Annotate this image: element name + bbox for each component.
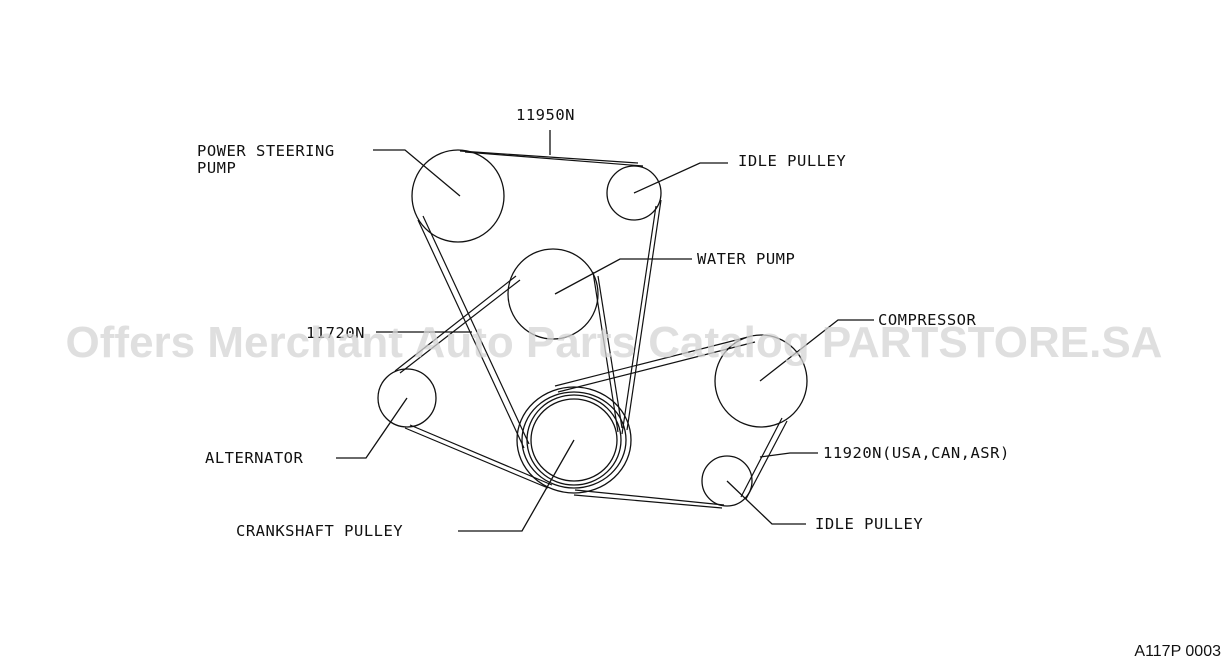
label-alternator: ALTERNATOR	[205, 449, 303, 467]
watermark: Offers Merchant Auto Parts Catalog PARTS…	[66, 318, 1163, 367]
label-idle-pulley-top: IDLE PULLEY	[738, 152, 846, 170]
alternator-pulley	[377, 368, 437, 428]
label-compressor: COMPRESSOR	[878, 311, 976, 329]
belt-11920n	[554, 335, 788, 509]
label-idle-pulley-bottom: IDLE PULLEY	[815, 515, 923, 533]
label-power-steering-pump-line1: POWER STEERING	[197, 142, 335, 160]
idle-pulley-top	[606, 165, 662, 221]
belt-11950n	[417, 150, 662, 449]
reference-code: A117P 0003	[1134, 643, 1221, 660]
belt-label-11920n: 11920N(USA,CAN,ASR)	[823, 444, 1010, 462]
label-crankshaft-pulley: CRANKSHAFT PULLEY	[236, 522, 403, 540]
belt-11720n	[394, 271, 623, 489]
belt-label-11720n: 11720N	[306, 324, 365, 342]
leader-lines	[336, 130, 874, 532]
power-steering-pump-pulley	[411, 149, 505, 243]
compressor-pulley	[714, 334, 808, 428]
label-power-steering-pump-line2: PUMP	[197, 159, 236, 177]
idle-pulley-bottom	[701, 455, 753, 507]
water-pump-pulley	[507, 248, 599, 340]
belt-label-11950n: 11950N	[516, 106, 575, 124]
label-water-pump: WATER PUMP	[697, 250, 795, 268]
crankshaft-pulley	[516, 386, 632, 494]
